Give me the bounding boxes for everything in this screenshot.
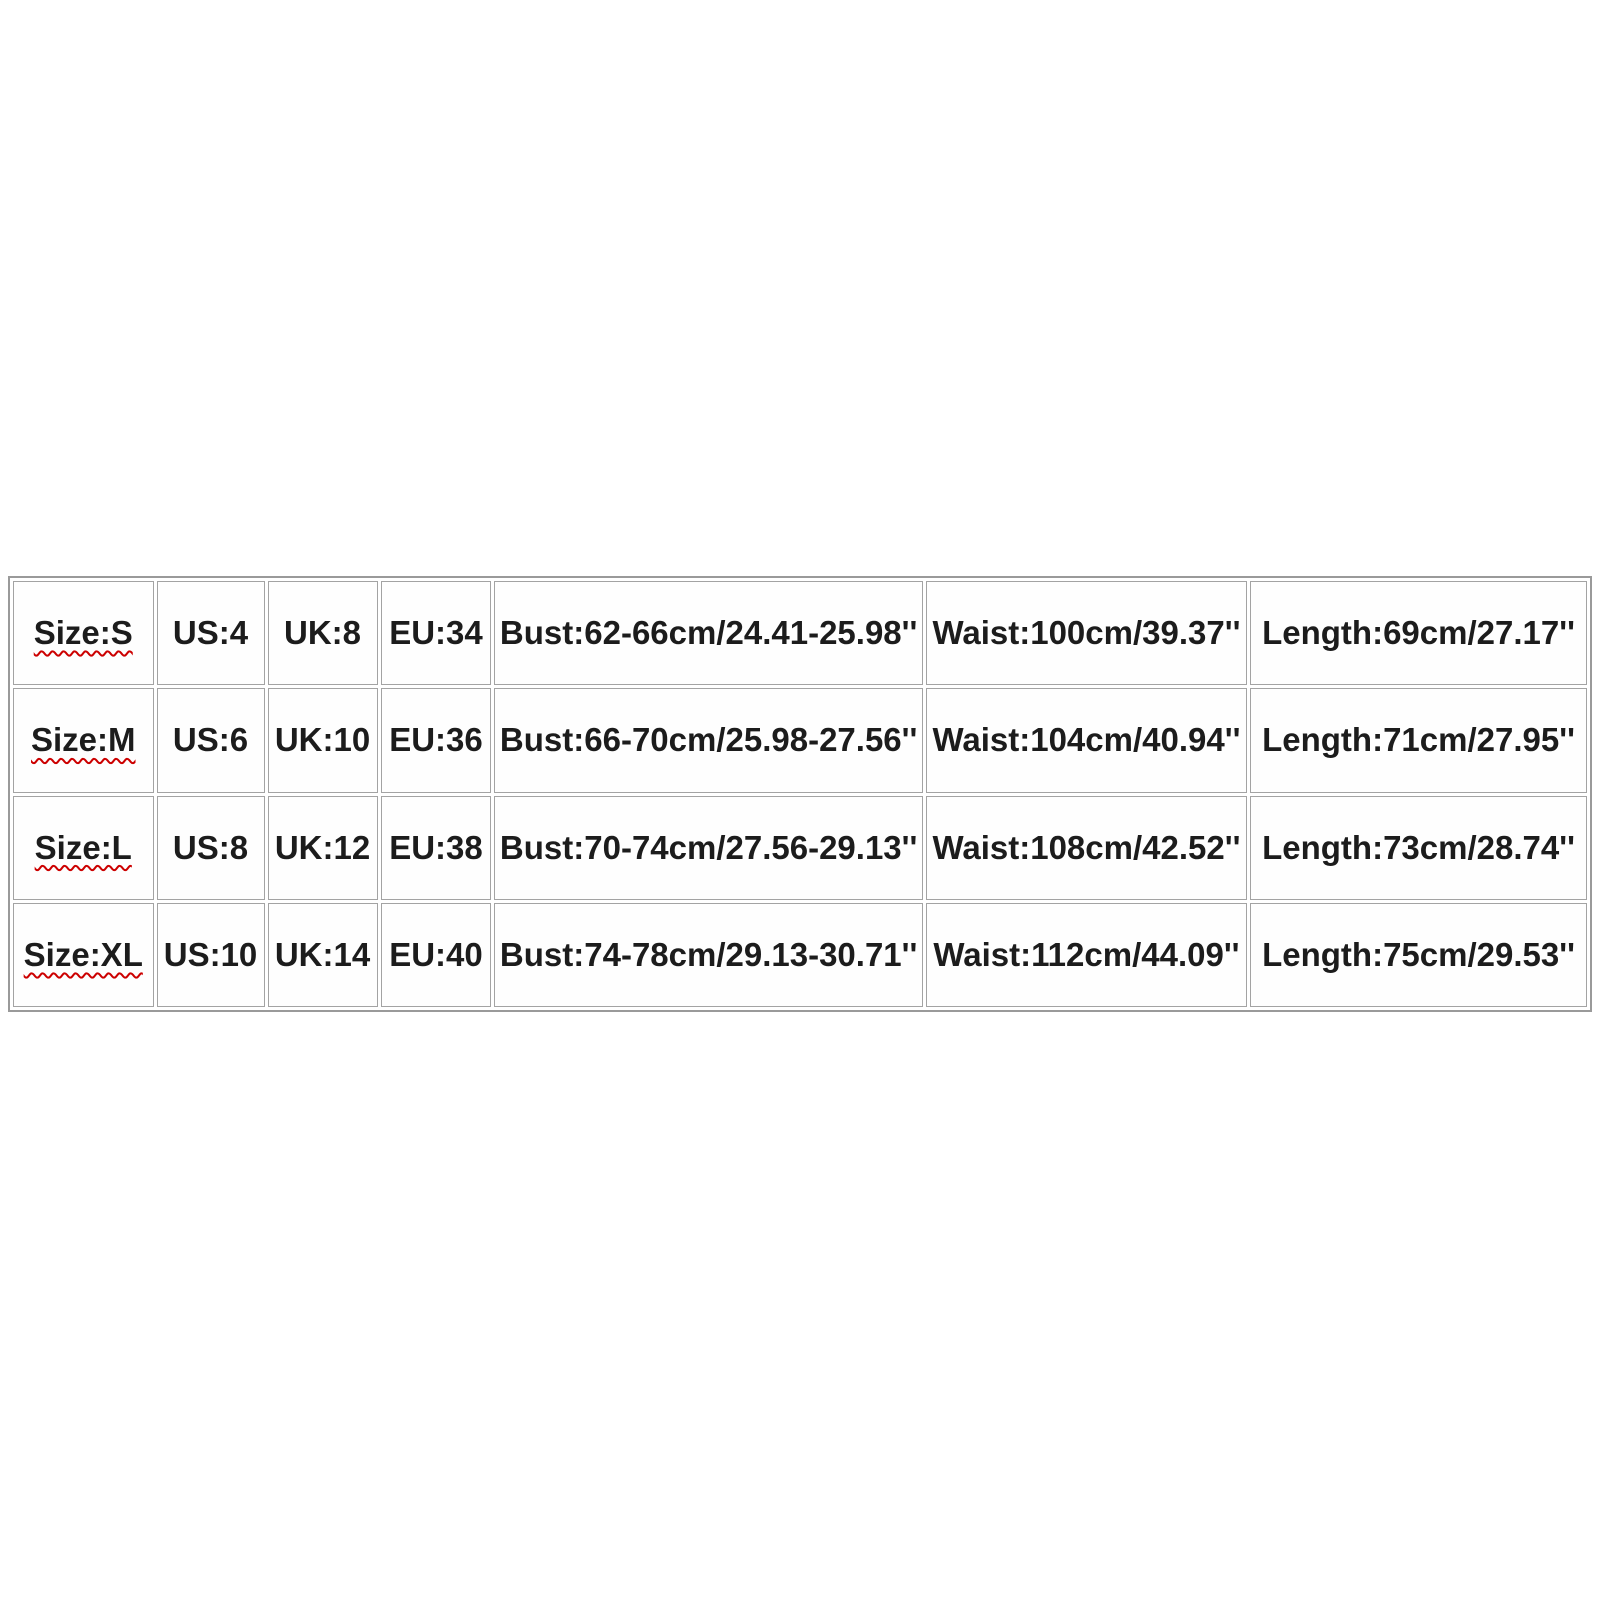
- size-label: Size:L: [34, 828, 132, 866]
- table-row: Size:M US:6 UK:10 EU:36 Bust:66-70cm/25.…: [13, 688, 1587, 793]
- length-cell: Length:75cm/29.53'': [1250, 902, 1587, 1007]
- bust-cell: Bust:74-78cm/29.13-30.71'': [494, 902, 923, 1007]
- bust-cell: Bust:70-74cm/27.56-29.13'': [494, 795, 923, 900]
- table-row: Size:L US:8 UK:12 EU:38 Bust:70-74cm/27.…: [13, 795, 1587, 900]
- waist-cell: Waist:108cm/42.52'': [925, 795, 1248, 900]
- uk-size-cell: UK:14: [267, 902, 378, 1007]
- uk-size-cell: UK:12: [267, 795, 378, 900]
- size-cell: Size:M: [13, 688, 154, 793]
- waist-cell: Waist:104cm/40.94'': [925, 688, 1248, 793]
- uk-size-cell: UK:8: [267, 581, 378, 686]
- eu-size-cell: EU:34: [380, 581, 492, 686]
- size-chart-table: Size:S US:4 UK:8 EU:34 Bust:62-66cm/24.4…: [8, 576, 1592, 1012]
- bust-cell: Bust:66-70cm/25.98-27.56'': [494, 688, 923, 793]
- uk-size-cell: UK:10: [267, 688, 378, 793]
- us-size-cell: US:8: [156, 795, 265, 900]
- table-row: Size:XL US:10 UK:14 EU:40 Bust:74-78cm/2…: [13, 902, 1587, 1007]
- eu-size-cell: EU:40: [380, 902, 492, 1007]
- us-size-cell: US:6: [156, 688, 265, 793]
- size-cell: Size:L: [13, 795, 154, 900]
- size-label: Size:M: [31, 721, 136, 759]
- eu-size-cell: EU:38: [380, 795, 492, 900]
- eu-size-cell: EU:36: [380, 688, 492, 793]
- size-cell: Size:S: [13, 581, 154, 686]
- bust-cell: Bust:62-66cm/24.41-25.98'': [494, 581, 923, 686]
- us-size-cell: US:4: [156, 581, 265, 686]
- table-row: Size:S US:4 UK:8 EU:34 Bust:62-66cm/24.4…: [13, 581, 1587, 686]
- size-cell: Size:XL: [13, 902, 154, 1007]
- length-cell: Length:69cm/27.17'': [1250, 581, 1587, 686]
- waist-cell: Waist:112cm/44.09'': [925, 902, 1248, 1007]
- us-size-cell: US:10: [156, 902, 265, 1007]
- size-label: Size:S: [33, 614, 133, 652]
- length-cell: Length:71cm/27.95'': [1250, 688, 1587, 793]
- waist-cell: Waist:100cm/39.37'': [925, 581, 1248, 686]
- length-cell: Length:73cm/28.74'': [1250, 795, 1587, 900]
- size-label: Size:XL: [23, 935, 143, 973]
